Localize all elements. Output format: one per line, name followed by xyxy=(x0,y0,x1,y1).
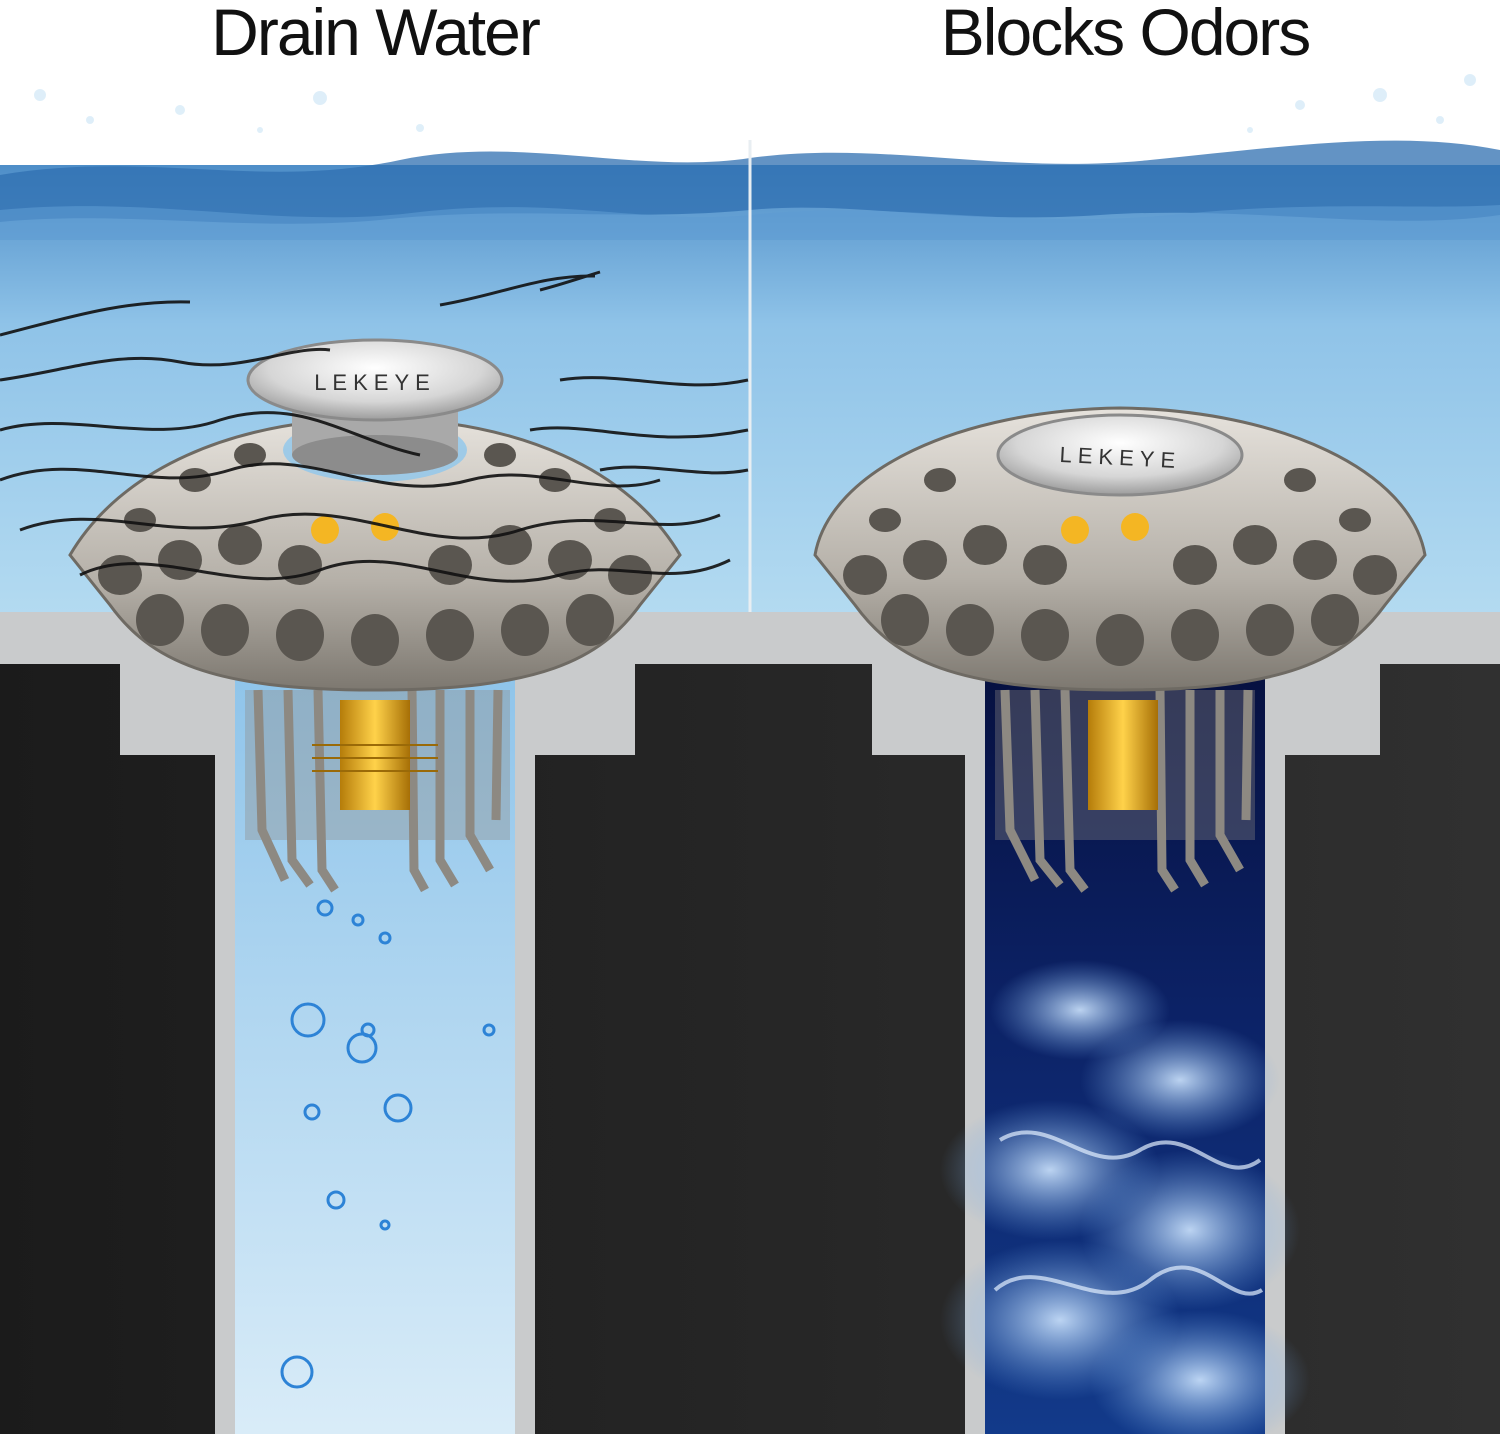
splash-bubbles xyxy=(34,74,1476,133)
brand-cap-left xyxy=(246,338,504,422)
brand-label-left: LEKEYE xyxy=(314,370,436,395)
smoke-plume-icon xyxy=(940,960,1310,1439)
bubble-icon xyxy=(280,899,496,1389)
pipe-wall-right xyxy=(515,664,635,1434)
panel-title-drain-water: Drain Water xyxy=(211,0,541,69)
panel-title-blocks-odors: Blocks Odors xyxy=(940,0,1311,69)
hair-strand-icon xyxy=(0,270,749,583)
pipe-wall-left xyxy=(120,664,235,1434)
drain-filter-right xyxy=(813,406,1427,893)
brand-cap-right xyxy=(996,413,1244,497)
drain-filter-left xyxy=(68,338,682,893)
